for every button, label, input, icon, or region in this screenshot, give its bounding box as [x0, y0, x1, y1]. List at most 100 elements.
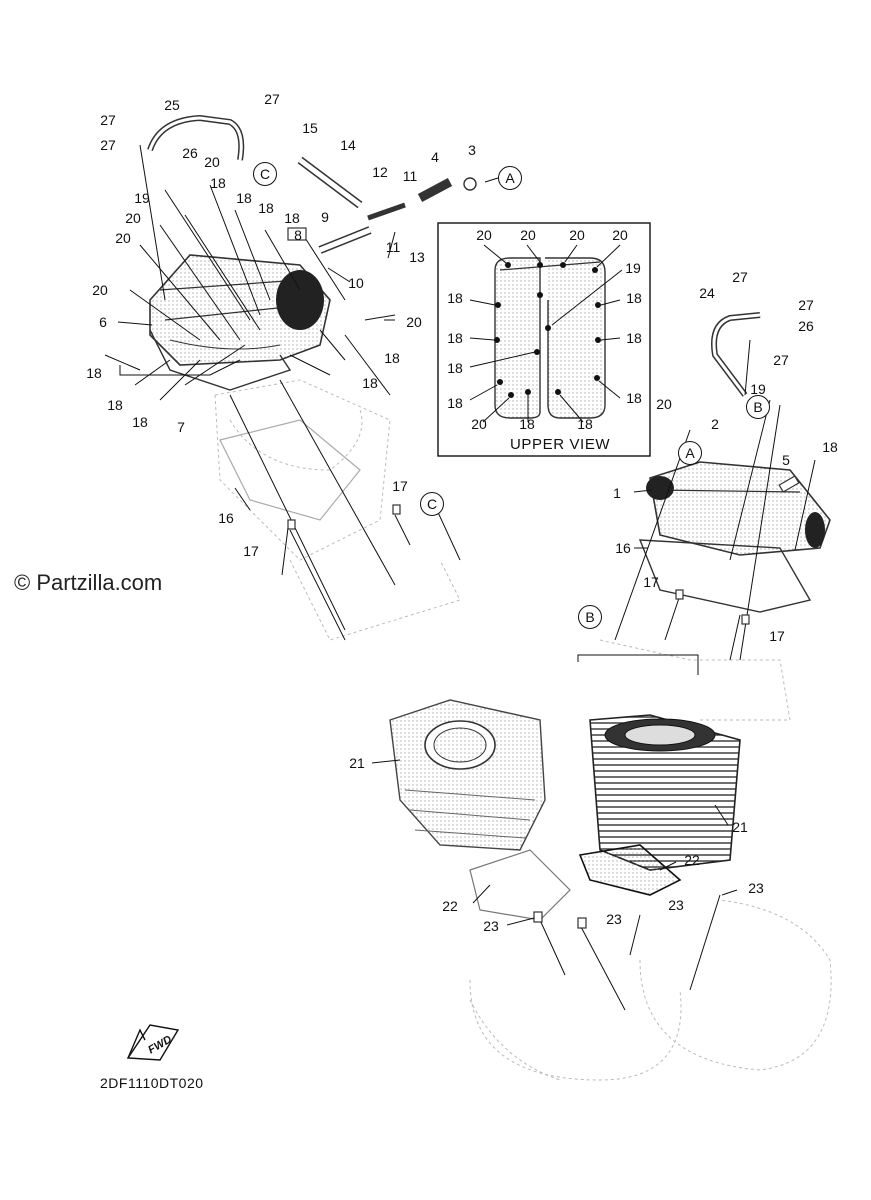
- callout-20: 20: [115, 230, 131, 246]
- callout-17: 17: [243, 543, 259, 559]
- callout-20: 20: [204, 154, 220, 170]
- joint-13: [367, 202, 406, 221]
- upper-view-inset: [437, 222, 651, 457]
- bolts-and-leaders: [104, 144, 816, 1011]
- callout-21: 21: [349, 755, 365, 771]
- callout-18: 18: [107, 397, 123, 413]
- callout-3: 3: [468, 142, 476, 158]
- ref-marker-b: B: [746, 395, 770, 419]
- inset-callout-18: 18: [577, 416, 593, 432]
- callout-20: 20: [406, 314, 422, 330]
- callout-6: 6: [99, 314, 107, 330]
- callout-20: 20: [656, 396, 672, 412]
- ref-marker-a: A: [498, 166, 522, 190]
- callout-27: 27: [264, 91, 280, 107]
- callout-21: 21: [732, 819, 748, 835]
- callout-15: 15: [302, 120, 318, 136]
- callout-17: 17: [643, 574, 659, 590]
- callout-26: 26: [182, 145, 198, 161]
- callout-23: 23: [748, 880, 764, 896]
- inset-callout-20: 20: [520, 227, 536, 243]
- breather-hose-24-inner: [712, 313, 761, 396]
- callout-27: 27: [732, 269, 748, 285]
- callout-2: 2: [711, 416, 719, 432]
- diagram-code: 2DF1110DT020: [100, 1075, 204, 1091]
- callout-26: 26: [798, 318, 814, 334]
- callout-10: 10: [348, 275, 364, 291]
- clip-3: [463, 177, 477, 191]
- inset-callout-18: 18: [626, 330, 642, 346]
- callout-27: 27: [798, 297, 814, 313]
- front-cylinder-gasket: [578, 844, 682, 896]
- callout-1: 1: [613, 485, 621, 501]
- callout-20: 20: [92, 282, 108, 298]
- callout-20: 20: [125, 210, 141, 226]
- inset-callout-20: 20: [569, 227, 585, 243]
- callout-11: 11: [402, 168, 418, 184]
- front-cylinder: [589, 714, 741, 871]
- bolt-pins: [287, 227, 800, 929]
- inset-callout-18: 18: [626, 290, 642, 306]
- callout-27: 27: [100, 137, 116, 153]
- callout-17: 17: [392, 478, 408, 494]
- callout-17: 17: [769, 628, 785, 644]
- callout-16: 16: [615, 540, 631, 556]
- callout-18: 18: [210, 175, 226, 191]
- inset-callout-18: 18: [447, 290, 463, 306]
- callout-23: 23: [483, 918, 499, 934]
- rear-head-gasket: [219, 419, 361, 521]
- callout-11: 11: [385, 239, 401, 255]
- callout-18: 18: [236, 190, 252, 206]
- callout-18: 18: [258, 200, 274, 216]
- ghost-engine-outline: [214, 379, 832, 1081]
- inset-callout-18: 18: [447, 360, 463, 376]
- callout-27: 27: [773, 352, 789, 368]
- inset-callout-20: 20: [471, 416, 487, 432]
- callout-27: 27: [100, 112, 116, 128]
- ref-marker-c-lower: C: [420, 492, 444, 516]
- hose-14-inner: [298, 158, 362, 207]
- callout-18: 18: [284, 210, 300, 226]
- inset-callout-18: 18: [519, 416, 535, 432]
- callout-24: 24: [699, 285, 715, 301]
- inset-callout-18: 18: [447, 395, 463, 411]
- callout-12: 12: [372, 164, 388, 180]
- rear-cylinder: [389, 699, 546, 851]
- front-head-gasket: [638, 539, 812, 613]
- callout-leaders: [117, 177, 738, 926]
- hose-10-inner: [319, 227, 371, 253]
- fwd-arrow: [126, 1024, 180, 1061]
- callout-22: 22: [684, 852, 700, 868]
- callout-13: 13: [409, 249, 425, 265]
- inset-callout-20: 20: [612, 227, 628, 243]
- callout-16: 16: [218, 510, 234, 526]
- callout-5: 5: [782, 452, 790, 468]
- callout-8: 8: [294, 227, 302, 243]
- ref-marker-b-lower: B: [578, 605, 602, 629]
- callout-25: 25: [164, 97, 180, 113]
- ref-marker-a-right: A: [678, 441, 702, 465]
- watermark: © Partzilla.com: [14, 570, 163, 595]
- hose-4: [417, 178, 453, 202]
- callout-19: 19: [134, 190, 150, 206]
- rear-cylinder-head: [149, 254, 331, 391]
- callout-4: 4: [431, 149, 439, 165]
- inset-callout-18: 18: [626, 390, 642, 406]
- callout-18: 18: [86, 365, 102, 381]
- inset-callout-20: 20: [476, 227, 492, 243]
- callout-22: 22: [442, 898, 458, 914]
- callout-9: 9: [321, 209, 329, 225]
- callout-23: 23: [606, 911, 622, 927]
- inset-callout-18: 18: [447, 330, 463, 346]
- inset-callout-19: 19: [625, 260, 641, 276]
- upper-view-title: UPPER VIEW: [510, 436, 611, 453]
- callout-23: 23: [668, 897, 684, 913]
- rear-cylinder-gasket: [469, 849, 571, 921]
- callout-18: 18: [132, 414, 148, 430]
- breather-hose-25-inner: [148, 116, 243, 161]
- callout-18: 18: [822, 439, 838, 455]
- callout-18: 18: [362, 375, 378, 391]
- callout-14: 14: [340, 137, 356, 153]
- callout-18: 18: [384, 350, 400, 366]
